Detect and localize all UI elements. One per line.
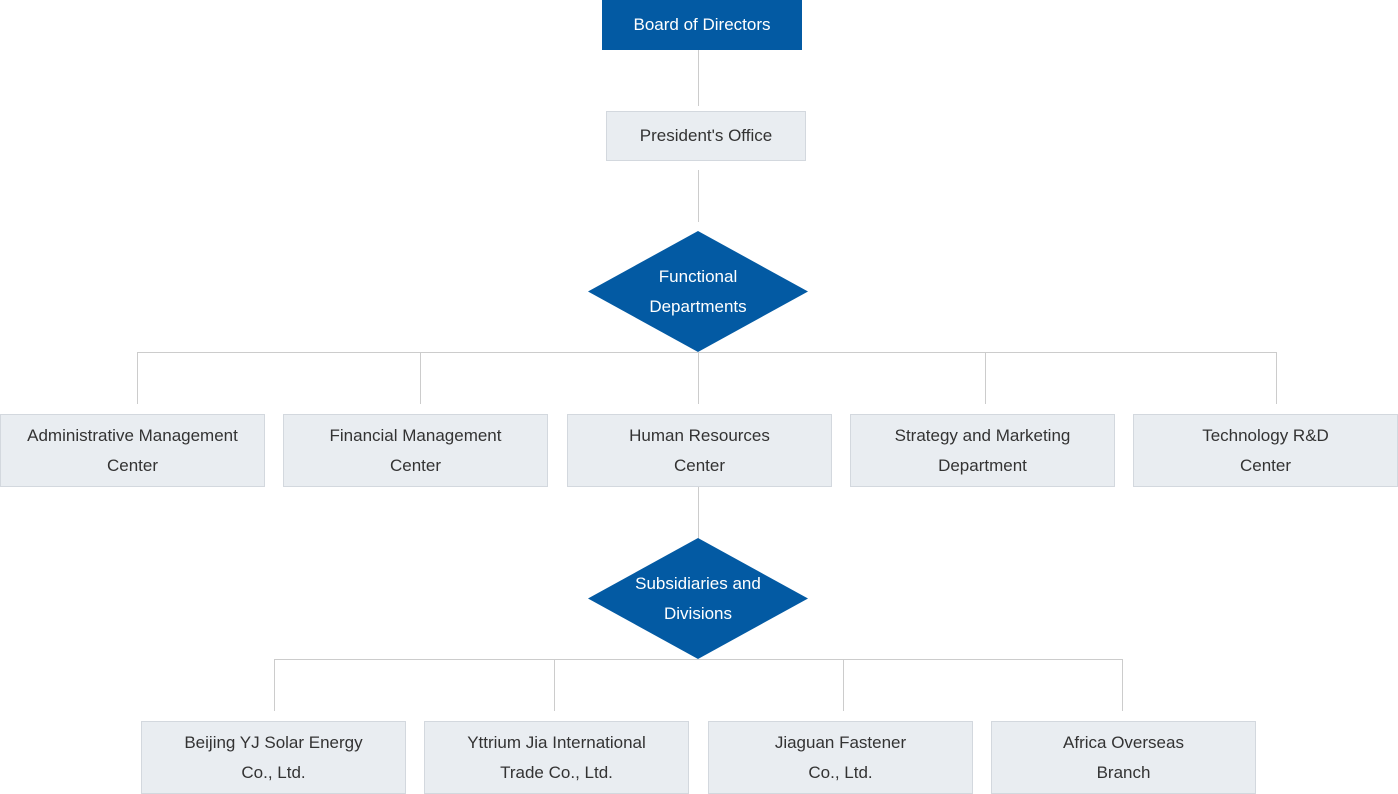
presidents-office-node: President's Office: [606, 111, 806, 161]
node-label-line2: Co., Ltd.: [241, 762, 306, 782]
board-of-directors-node: Board of Directors: [602, 0, 802, 50]
beijing-yj-solar-node: Beijing YJ Solar Energy Co., Ltd.: [141, 721, 406, 794]
financial-management-center-node: Financial Management Center: [283, 414, 548, 487]
node-label-line2: Center: [389, 455, 442, 475]
node-label-line1: Beijing YJ Solar Energy: [184, 732, 363, 752]
node-label-line1: Jiaguan Fastener: [774, 732, 907, 752]
node-label-line2: Department: [938, 455, 1027, 475]
node-label-line1: Human Resources: [629, 425, 770, 445]
technology-rd-center-node: Technology R&D Center: [1133, 414, 1398, 487]
strategy-marketing-department-node: Strategy and Marketing Department: [850, 414, 1115, 487]
connector-drop-5: [1276, 352, 1277, 404]
jiaguan-fastener-node: Jiaguan Fastener Co., Ltd.: [708, 721, 973, 794]
connector-root-president: [698, 50, 699, 106]
node-label-line1: Functional: [658, 266, 738, 286]
node-label-line1: Technology R&D: [1202, 425, 1329, 445]
admin-management-center-node: Administrative Management Center: [0, 414, 265, 487]
functional-departments-node: Functional Departments: [588, 231, 808, 352]
node-label-line2: Center: [673, 455, 726, 475]
connector-sub-drop-4: [1122, 659, 1123, 711]
node-label-line1: Financial Management: [329, 425, 502, 445]
connector-sub-drop-2: [554, 659, 555, 711]
human-resources-center-node: Human Resources Center: [567, 414, 832, 487]
connector-subsidiaries-bus: [274, 659, 1123, 660]
node-label-line1: Administrative Management: [27, 425, 238, 445]
node-label-line1: Strategy and Marketing: [894, 425, 1071, 445]
connector-president-functional: [698, 170, 699, 222]
connector-drop-4: [985, 352, 986, 404]
node-label-line1: Yttrium Jia International: [467, 732, 646, 752]
node-label-line2: Divisions: [663, 603, 733, 623]
node-label-line2: Trade Co., Ltd.: [500, 762, 613, 782]
node-label-line2: Center: [106, 455, 159, 475]
diamond-shape: [588, 231, 808, 352]
node-label-line2: Departments: [649, 296, 747, 316]
connector-sub-drop-3: [843, 659, 844, 711]
connector-functional-bus: [137, 352, 1277, 353]
connector-drop-1: [137, 352, 138, 404]
node-label-line1: Subsidiaries and: [635, 573, 761, 593]
node-label-line2: Branch: [1096, 762, 1151, 782]
node-label-line2: Center: [1239, 455, 1292, 475]
node-label-line1: Africa Overseas: [1063, 732, 1184, 752]
subsidiaries-divisions-node: Subsidiaries and Divisions: [588, 538, 808, 659]
diamond-shape: [588, 538, 808, 659]
connector-sub-drop-1: [274, 659, 275, 711]
node-label-line2: Co., Ltd.: [808, 762, 873, 782]
node-label: President's Office: [639, 126, 773, 145]
yttrium-jia-trade-node: Yttrium Jia International Trade Co., Ltd…: [424, 721, 689, 794]
connector-drop-2: [420, 352, 421, 404]
africa-overseas-branch-node: Africa Overseas Branch: [991, 721, 1256, 794]
node-label: Board of Directors: [633, 15, 771, 34]
connector-hr-subsidiaries: [698, 487, 699, 539]
connector-drop-3: [698, 352, 699, 404]
